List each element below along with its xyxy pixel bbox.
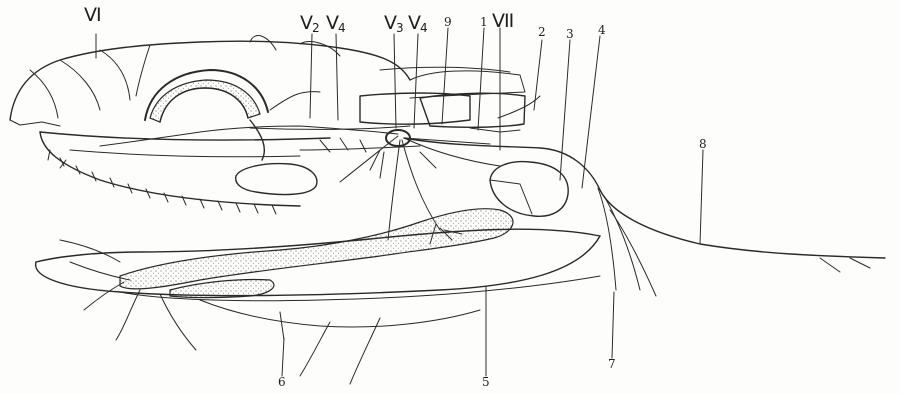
label-3: 3 (566, 28, 574, 40)
upper-jaw (40, 132, 330, 214)
label-vi: VI (84, 6, 101, 25)
label-9: 9 (444, 16, 452, 28)
label-v4b: V4 (408, 14, 427, 34)
ear-capsule (490, 162, 568, 217)
label-6: 6 (278, 376, 286, 388)
label-7: 7 (608, 358, 616, 370)
label-4: 4 (598, 24, 606, 36)
jaw-region (236, 126, 420, 194)
label-2: 2 (538, 26, 546, 38)
lower-jaw (36, 229, 600, 301)
label-5: 5 (482, 376, 490, 388)
label-v2: V2 (300, 14, 319, 34)
orbit-structure (145, 70, 320, 160)
label-v3: V3 (384, 14, 403, 34)
label-1: 1 (480, 16, 488, 28)
label-leaders (96, 28, 703, 376)
label-vii: VII (492, 12, 513, 31)
label-8: 8 (699, 138, 707, 150)
label-v4a: V4 (326, 14, 345, 34)
lower-muscle-band (120, 209, 513, 298)
